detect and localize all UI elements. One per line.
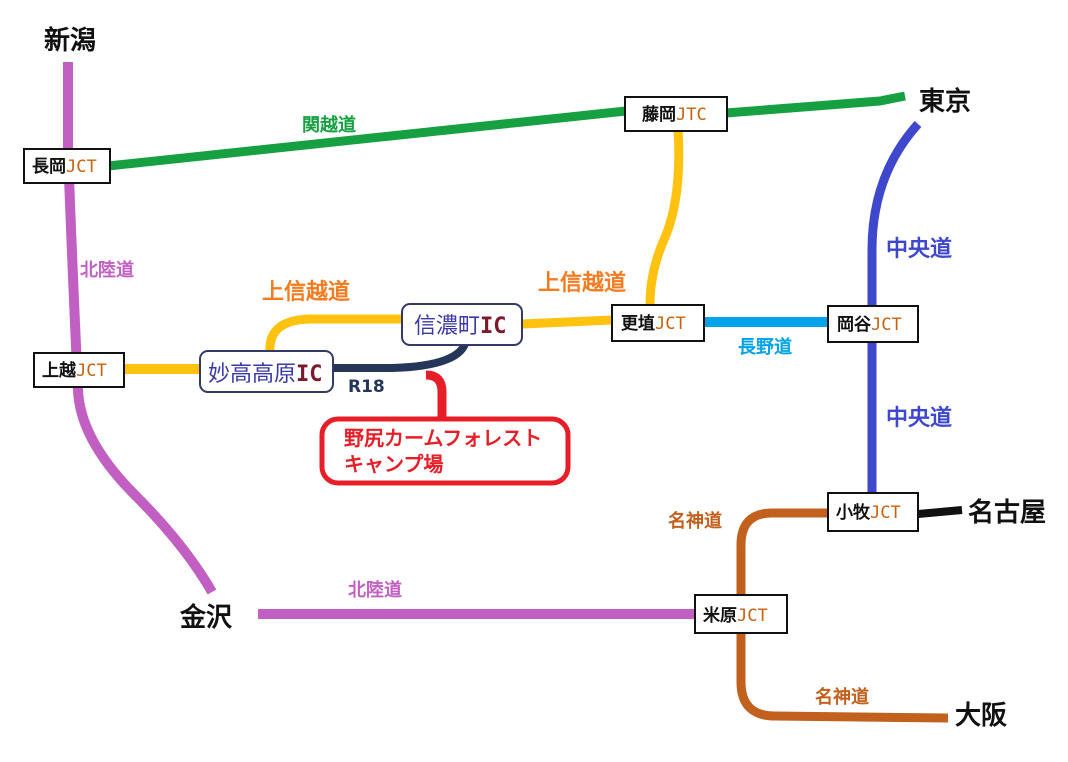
- shinanomachi-ic-name: 信濃町: [414, 314, 480, 339]
- komaki-jct-box: [827, 492, 919, 532]
- shinanomachi-ic-label: 信濃町IC: [414, 314, 507, 339]
- okaya-jct-name: 岡谷: [837, 315, 872, 335]
- fujioka-jct-box: [624, 96, 728, 132]
- koshoku-jct-box: [611, 304, 705, 342]
- myoko-kogen-ic-box: [199, 350, 334, 393]
- city-niigata: 新潟: [44, 25, 96, 56]
- label-hokuriku-west: 北陸道: [348, 579, 402, 601]
- label-joshinetsu-1: 上信越道: [262, 279, 350, 305]
- city-nagoya: 名古屋: [968, 497, 1046, 528]
- city-tokyo: 東京: [919, 86, 971, 117]
- campsite-name-line2: キャンプ場: [344, 452, 443, 476]
- nagoya-link: [917, 506, 963, 518]
- fujioka-jct-suffix: JTC: [676, 105, 707, 125]
- campsite-name-line1: 野尻カームフォレスト: [344, 426, 542, 450]
- label-meishin-1: 名神道: [668, 510, 722, 532]
- shinanomachi-ic-suffix: IC: [480, 314, 507, 339]
- maibara-jct-label: 米原JCT: [703, 605, 768, 626]
- komaki-jct-suffix: JCT: [870, 503, 901, 523]
- okaya-jct-label: 岡谷JCT: [837, 315, 902, 335]
- label-kanetsu: 関越道: [302, 114, 356, 136]
- nagaoka-jct-suffix: JCT: [66, 157, 97, 177]
- shinanomachi-ic-box: [401, 303, 523, 346]
- city-osaka: 大阪: [955, 701, 1007, 731]
- label-nagano: 長野道: [738, 336, 792, 358]
- city-kanazawa: 金沢: [179, 602, 233, 633]
- joetsu-jct-label: 上越JCT: [42, 360, 107, 381]
- joetsu-jct-name: 上越: [42, 360, 77, 381]
- komaki-jct-label: 小牧JCT: [836, 502, 901, 523]
- label-r18: R18: [348, 377, 385, 397]
- nagaoka-jct-box: [23, 148, 111, 184]
- nagaoka-jct-name: 長岡: [32, 157, 66, 177]
- joshinetsu-expressway-koshoku: [521, 315, 613, 329]
- fujioka-jct-name: 藤岡: [642, 105, 676, 125]
- koshoku-jct-name: 更埴: [621, 313, 655, 334]
- label-meishin-2: 名神道: [815, 686, 869, 708]
- myoko-kogen-ic-name: 妙高高原: [208, 362, 296, 387]
- joetsu-jct-suffix: JCT: [76, 361, 107, 381]
- komaki-jct-name: 小牧: [836, 502, 871, 523]
- maibara-jct-name: 米原: [703, 605, 737, 626]
- joshinetsu-expressway-fujioka: [645, 127, 684, 305]
- fujioka-jct-label: 藤岡JTC: [642, 105, 707, 125]
- myoko-kogen-ic-label: 妙高高原IC: [208, 362, 323, 387]
- joetsu-jct-box: [33, 352, 125, 388]
- nagaoka-jct-label: 長岡JCT: [32, 157, 97, 177]
- campsite-access-road: [425, 370, 447, 418]
- joshinetsu-expressway-myoko: [265, 314, 402, 353]
- kanetsu-expressway: [107, 91, 906, 171]
- koshoku-jct-suffix: JCT: [655, 314, 686, 334]
- label-chuo-1: 中央道: [886, 236, 952, 262]
- label-chuo-2: 中央道: [886, 405, 952, 431]
- maibara-jct-suffix: JCT: [737, 606, 768, 626]
- maibara-jct-box: [694, 594, 788, 634]
- chuo-expressway: [867, 120, 922, 492]
- okaya-jct-suffix: JCT: [871, 315, 902, 335]
- myoko-kogen-ic-suffix: IC: [296, 362, 323, 387]
- label-joshinetsu-2: 上信越道: [538, 270, 626, 296]
- koshoku-jct-label: 更埴JCT: [621, 313, 686, 334]
- campsite-box: [319, 416, 571, 486]
- hokuriku-expressway-north: [63, 62, 217, 595]
- okaya-jct-box: [827, 305, 919, 343]
- label-hokuriku-north: 北陸道: [80, 259, 134, 281]
